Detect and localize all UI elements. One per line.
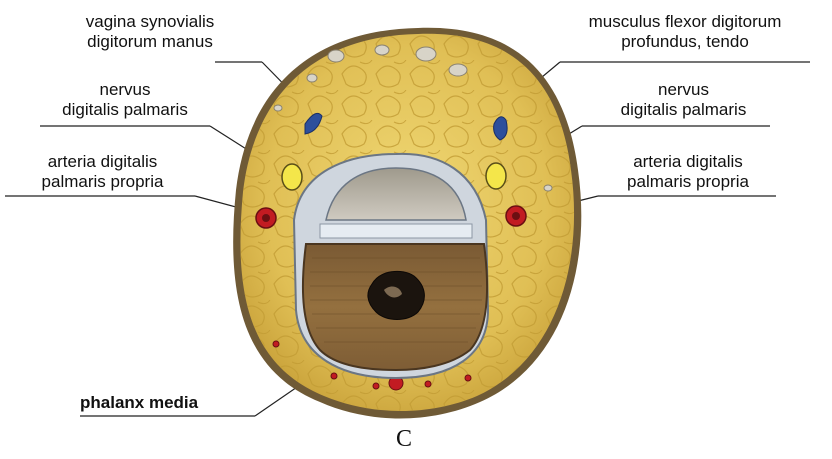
- nerve-left: [282, 164, 302, 190]
- label-nervus-right: nervus digitalis palmaris: [596, 80, 771, 120]
- label-phalanx-media: phalanx media: [80, 393, 198, 413]
- label-arteria-right-line1: arteria digitalis: [600, 152, 776, 172]
- label-nervus-left-line1: nervus: [40, 80, 210, 100]
- label-musculus-flexor-line1: musculus flexor digitorum: [560, 12, 810, 32]
- label-nervus-right-line1: nervus: [596, 80, 771, 100]
- label-nervus-left: nervus digitalis palmaris: [40, 80, 210, 120]
- label-nervus-right-line2: digitalis palmaris: [596, 100, 771, 120]
- label-arteria-right-line2: palmaris propria: [600, 172, 776, 192]
- label-vagina-synovialis: vagina synovialis digitorum manus: [55, 12, 245, 52]
- label-nervus-left-line2: digitalis palmaris: [40, 100, 210, 120]
- label-arteria-right: arteria digitalis palmaris propria: [600, 152, 776, 192]
- label-arteria-left-line1: arteria digitalis: [15, 152, 190, 172]
- label-arteria-left: arteria digitalis palmaris propria: [15, 152, 190, 192]
- label-vagina-synovialis-line1: vagina synovialis: [55, 12, 245, 32]
- label-phalanx-media-text: phalanx media: [80, 393, 198, 412]
- artery-right-lumen: [512, 212, 520, 220]
- nerve-right: [486, 163, 506, 189]
- label-arteria-left-line2: palmaris propria: [15, 172, 190, 192]
- artery-left-lumen: [262, 214, 270, 222]
- tendon-band: [320, 224, 472, 238]
- label-vagina-synovialis-line2: digitorum manus: [55, 32, 245, 52]
- plate-letter: C: [396, 426, 412, 453]
- label-musculus-flexor: musculus flexor digitorum profundus, ten…: [560, 12, 810, 52]
- label-musculus-flexor-line2: profundus, tendo: [560, 32, 810, 52]
